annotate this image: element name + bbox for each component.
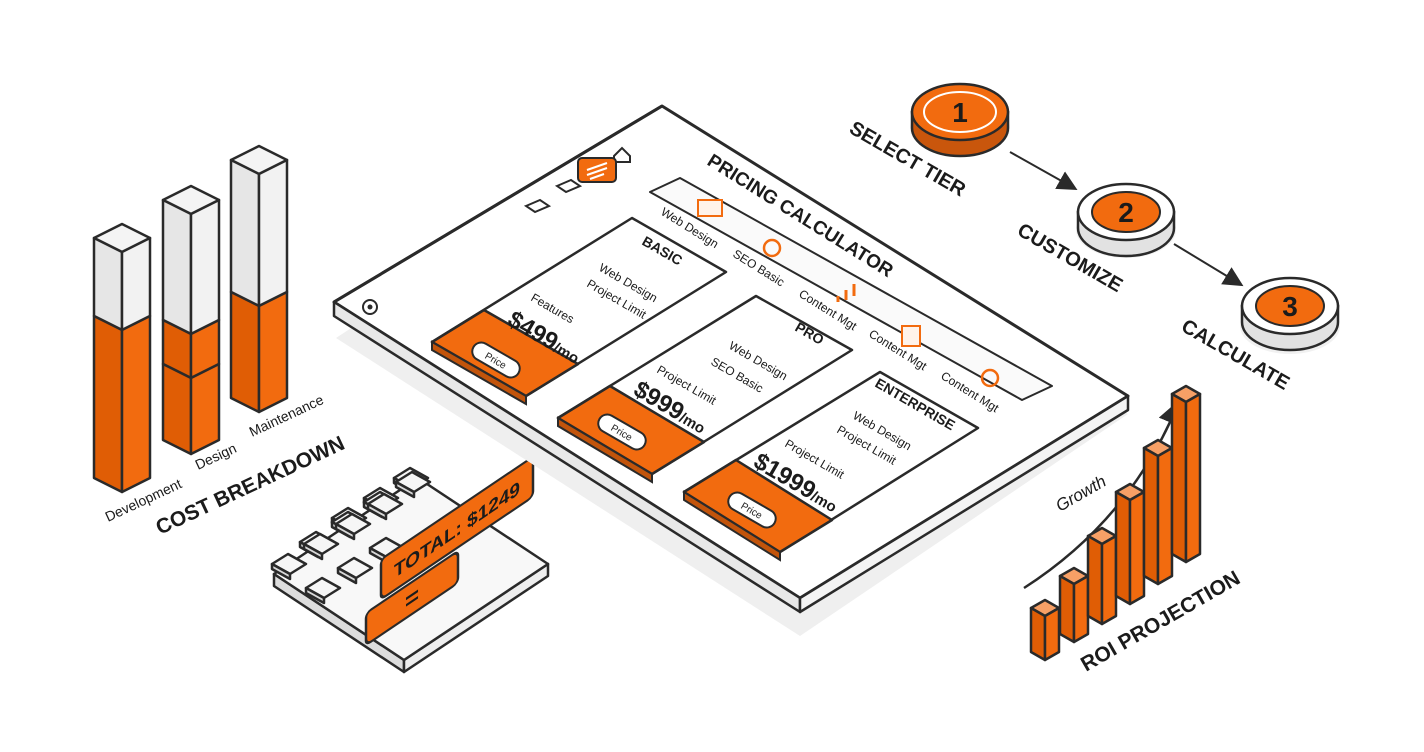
step-1-coin: 1 <box>910 82 1010 158</box>
tier-price-button[interactable]: Price <box>469 339 523 381</box>
calculator-key[interactable] <box>394 470 432 499</box>
step-2-coin: 2 <box>1076 182 1176 258</box>
tier-price-button[interactable]: Price <box>725 489 779 531</box>
sidebar-folder-icon[interactable] <box>523 198 552 214</box>
equals-label: = <box>405 580 419 617</box>
magnifier-icon <box>762 238 782 258</box>
tier-price-button[interactable]: Price <box>595 411 649 453</box>
sidebar-settings-icon[interactable] <box>362 299 378 315</box>
step-number: 1 <box>952 97 968 128</box>
calculator-key[interactable] <box>270 552 308 581</box>
roi-bar <box>1058 566 1090 644</box>
growth-label: Growth <box>1053 472 1110 516</box>
calculator-widget: = TOTAL: $1249 <box>270 457 550 674</box>
sidebar-folder-icon[interactable] <box>554 178 583 194</box>
step-arrow <box>1173 243 1244 287</box>
document-icon <box>901 325 921 347</box>
calculator-key[interactable] <box>366 492 404 521</box>
roi-bar <box>1086 526 1118 626</box>
roi-bar <box>1114 482 1146 606</box>
sidebar-menu-icon[interactable] <box>577 157 617 183</box>
pricing-calculator-window: PRICING CALCULATOR Web Design SEO Basic … <box>332 104 1130 636</box>
step-number: 3 <box>1282 291 1298 322</box>
calculator-key[interactable] <box>302 532 340 561</box>
step-3-coin: 3 <box>1240 276 1340 354</box>
step-arrow <box>1009 151 1078 190</box>
step-number: 2 <box>1118 197 1134 228</box>
roi-bar <box>1029 598 1061 662</box>
tier-card-pro[interactable]: PRO Web Design SEO Basic Project Limit $… <box>556 294 854 484</box>
calculator-key[interactable] <box>336 556 374 585</box>
bar-chart-icon <box>836 284 856 302</box>
roi-bar <box>1170 384 1202 564</box>
cost-bar-maintenance <box>229 144 289 414</box>
cost-bar-development <box>92 222 152 494</box>
tier-card-enterprise[interactable]: ENTERPRISE Web Design Project Limit Proj… <box>682 370 980 562</box>
calculator-equals-button[interactable]: = <box>364 551 460 645</box>
calculator-key[interactable] <box>334 512 372 541</box>
roi-bar <box>1142 438 1174 586</box>
browser-icon <box>697 199 723 217</box>
tier-card-basic[interactable]: BASIC Web Design Project Limit Features … <box>430 216 728 406</box>
gear-icon <box>980 368 1000 388</box>
cost-bar-design <box>161 184 221 456</box>
cost-breakdown-chart: Development Design Maintenance COST BREA… <box>92 144 348 540</box>
calculator-key[interactable] <box>304 576 342 605</box>
